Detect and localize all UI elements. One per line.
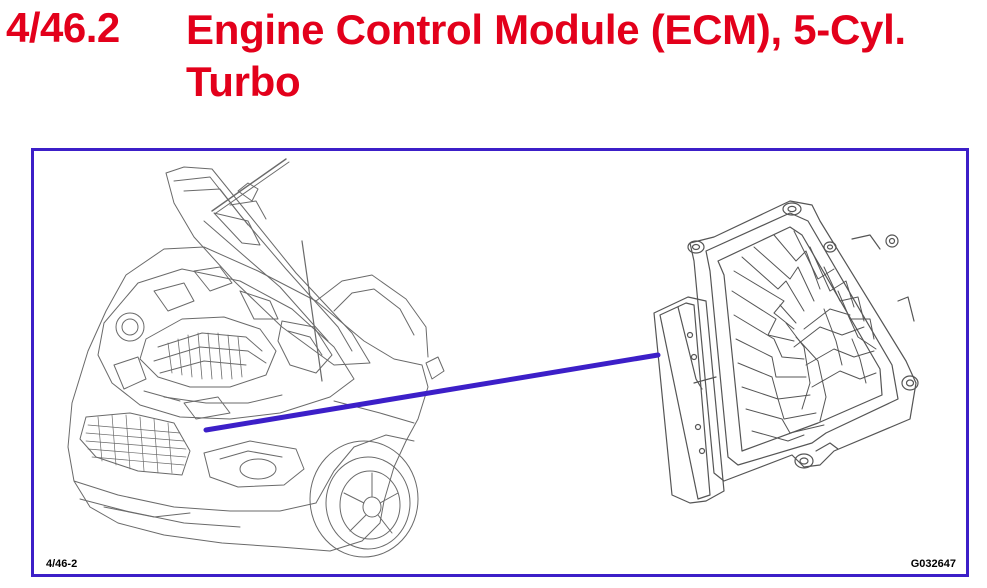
car-bumper	[73, 480, 317, 512]
ecm-location	[183, 396, 231, 420]
page-header: 4/46.2 Engine Control Module (ECM), 5-Cy…	[0, 0, 987, 140]
engine-cover	[139, 316, 277, 388]
car-grille	[79, 412, 191, 476]
figure-ref-right: G032647	[910, 558, 956, 570]
ecm-module	[653, 200, 919, 504]
car-hood	[165, 166, 371, 366]
engine-bay	[97, 268, 355, 420]
car-body	[67, 246, 429, 552]
leader-line	[203, 352, 661, 433]
car-illustration	[67, 158, 445, 558]
hood-strut	[211, 158, 287, 212]
page-title: Engine Control Module (ECM), 5-Cyl. Turb…	[186, 6, 906, 105]
ecm-housing	[689, 200, 917, 482]
figure-frame: 4/46-2 G032647	[31, 148, 969, 577]
ecm-cooling-fins	[731, 230, 877, 442]
figure-ref-left: 4/46-2	[46, 558, 78, 570]
car-wheel	[309, 440, 419, 558]
car-headlight	[203, 440, 305, 488]
ecm-connector	[653, 296, 725, 504]
ecm-mounting-tab	[687, 202, 919, 469]
section-number: 4/46.2	[6, 4, 120, 51]
figure-illustration	[67, 158, 919, 558]
